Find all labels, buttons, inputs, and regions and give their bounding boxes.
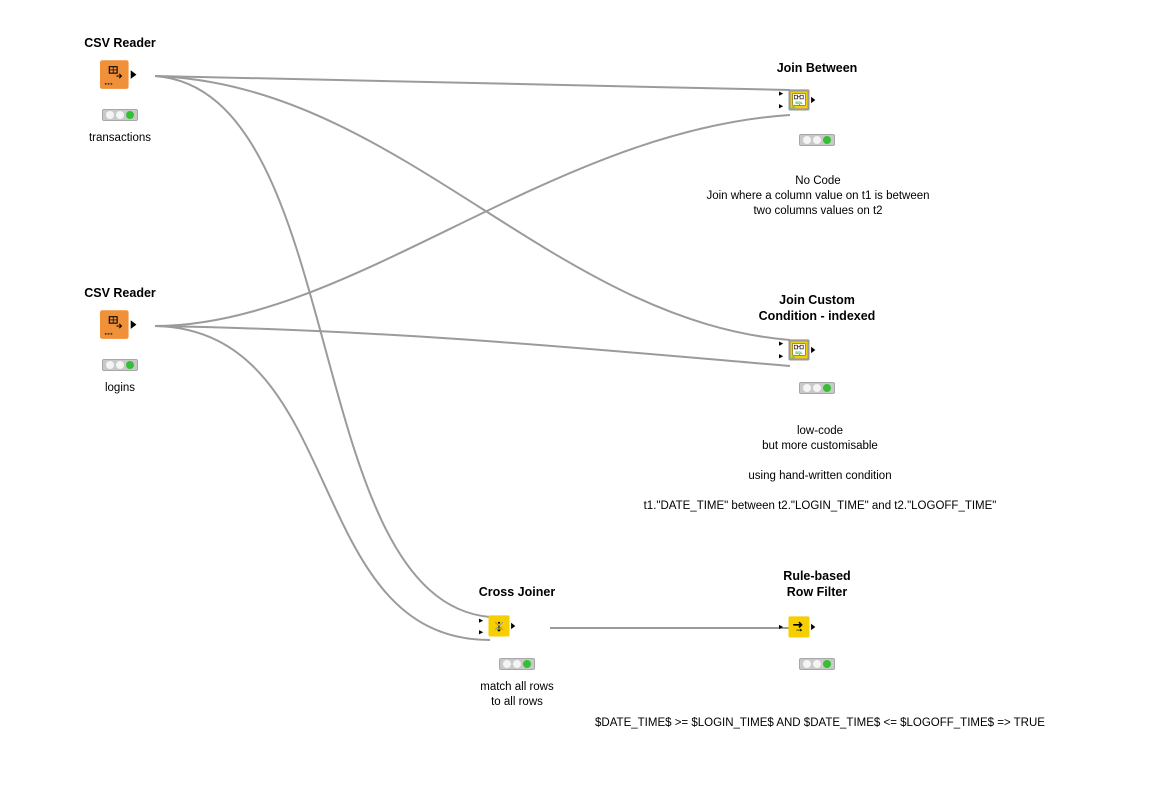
- annotation-line: No Code: [795, 175, 841, 187]
- db-joiner-icon[interactable]: SQL: [779, 81, 819, 121]
- connection-csv1-joinbetween[interactable]: [154, 75, 791, 91]
- node-rule-based-row-filter[interactable]: Rule-based Row Filter: [742, 566, 892, 686]
- row-filter-icon[interactable]: [779, 608, 819, 648]
- status-traffic-light: [102, 109, 138, 121]
- node-title-line: Condition - indexed: [758, 309, 876, 323]
- node-title: CSV Reader: [84, 286, 156, 300]
- annotation-line: [570, 454, 1070, 469]
- connection-csv1-crossjoiner[interactable]: [154, 75, 491, 618]
- connection-csv2-joinbetween[interactable]: [154, 114, 791, 327]
- node-csv-reader-logins[interactable]: CSV Reader logins: [45, 283, 195, 403]
- node-title-line: Join Custom: [779, 293, 855, 307]
- db-joiner-icon[interactable]: SQL: [779, 331, 819, 371]
- node-title: Cross Joiner: [478, 585, 556, 599]
- node-title-line: Row Filter: [786, 585, 848, 599]
- node-annotation: logins: [104, 382, 136, 394]
- svg-text:SQL: SQL: [795, 351, 803, 355]
- node-join-custom-condition[interactable]: Join Custom Condition - indexed SQL: [742, 290, 892, 410]
- node-title-line: Rule-based: [783, 569, 851, 583]
- node-title: Join Between: [776, 61, 858, 75]
- annotation-line: match all rows: [480, 681, 554, 693]
- node-cross-joiner[interactable]: Cross Joiner match all rows to all rows: [442, 582, 592, 708]
- status-traffic-light: [799, 382, 835, 394]
- annotation-line: but more customisable: [762, 440, 878, 452]
- status-traffic-light: [799, 134, 835, 146]
- csv-reader-icon[interactable]: [100, 56, 140, 96]
- node-annotation: transactions: [88, 132, 151, 144]
- node-csv-reader-transactions[interactable]: CSV Reader transactions: [45, 33, 195, 153]
- connection-csv2-crossjoiner[interactable]: [154, 325, 491, 641]
- node-join-between[interactable]: Join Between SQL: [742, 58, 892, 178]
- cross-joiner-icon[interactable]: [479, 607, 519, 647]
- status-traffic-light: [799, 658, 835, 670]
- annotation-line: Join where a column value on t1 is betwe…: [706, 190, 930, 202]
- annotation-line: t1."DATE_TIME" between t2."LOGIN_TIME" a…: [643, 500, 997, 512]
- node-annotation: match all rows to all rows: [442, 680, 592, 710]
- node-title: CSV Reader: [84, 36, 156, 50]
- csv-reader-icon[interactable]: [100, 306, 140, 346]
- status-traffic-light: [102, 359, 138, 371]
- annotation-line: using hand-written condition: [748, 470, 892, 482]
- svg-text:SQL: SQL: [795, 101, 803, 105]
- join-custom-annotation: low-code but more customisable using han…: [570, 424, 1070, 514]
- status-traffic-light: [499, 658, 535, 670]
- connection-csv2-joincustom[interactable]: [154, 325, 791, 367]
- annotation-line: [570, 484, 1070, 499]
- annotation-line: two columns values on t2: [753, 205, 883, 217]
- join-between-annotation: No Code Join where a column value on t1 …: [668, 174, 968, 219]
- row-filter-annotation: $DATE_TIME$ >= $LOGIN_TIME$ AND $DATE_TI…: [595, 717, 1045, 729]
- connection-csv1-joincustom[interactable]: [154, 75, 791, 341]
- annotation-line: low-code: [796, 425, 844, 437]
- annotation-line: to all rows: [491, 696, 543, 708]
